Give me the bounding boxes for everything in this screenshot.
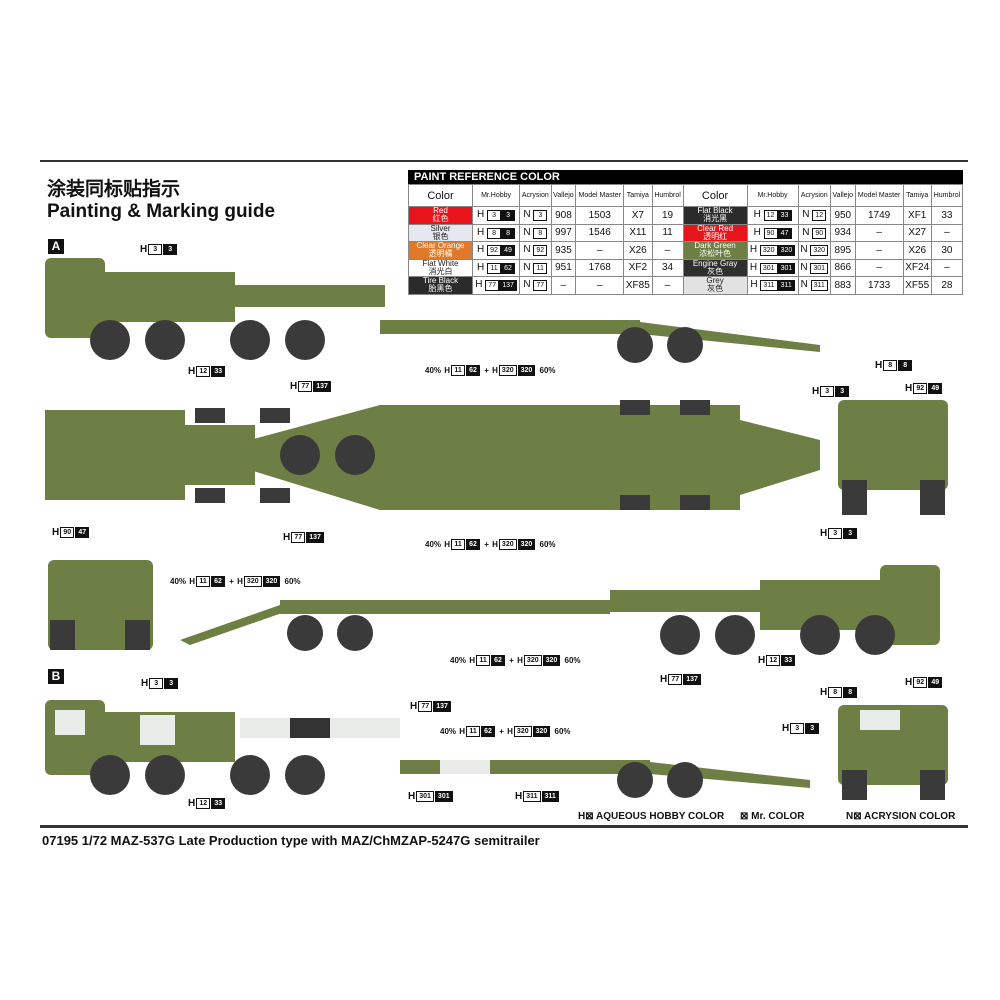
vallejo-code: – [550, 276, 577, 295]
acrysion-code: N 77 [519, 276, 552, 295]
header-cell: Humbrol [651, 184, 684, 207]
header-cell: Color [682, 184, 748, 207]
acrysion-code: N 301 [797, 258, 831, 277]
model-master-code: 1733 [854, 276, 904, 295]
acrysion-code: N 11 [519, 258, 552, 277]
paint-table-title: PAINT REFERENCE COLOR [408, 170, 963, 184]
wheels-top [195, 400, 710, 510]
section-a-label: A [48, 239, 64, 254]
tamiya-code: XF55 [902, 276, 932, 295]
header-cell: Color [408, 184, 473, 207]
header-cell: Tamiya [623, 184, 653, 207]
legend-aqueous: H⊠ AQUEOUS HOBBY COLOR [578, 811, 725, 822]
header-cell: Acrysion [797, 184, 831, 207]
header-cell: Tamiya [902, 184, 932, 207]
section-b-label: B [48, 669, 64, 684]
legend-acrysion: N⊠ ACRYSION COLOR [846, 811, 956, 822]
header-cell: Humbrol [930, 184, 964, 207]
kit-footer-title: 07195 1/72 MAZ-537G Late Production type… [42, 833, 540, 848]
legend-mr-color: ⊠ Mr. COLOR [740, 811, 805, 822]
title-chinese: 涂装同标贴指示 [47, 179, 181, 200]
vallejo-code: 883 [829, 276, 856, 295]
front-view-a [838, 400, 948, 490]
guide-frame [40, 160, 968, 828]
title-english: Painting & Marking guide [47, 201, 276, 222]
header-cell: Acrysion [519, 184, 552, 207]
humbrol-code: 28 [930, 276, 964, 295]
tamiya-code: XF85 [623, 276, 653, 295]
acrysion-code: N 90 [797, 223, 831, 242]
top-view [45, 405, 820, 510]
tamiya-code: X26 [902, 241, 932, 260]
acrysion-code: N 311 [797, 276, 831, 295]
acrysion-code: N 8 [519, 223, 552, 242]
humbrol-code: – [651, 276, 684, 295]
wheels-a [90, 320, 703, 363]
wheels-reverse [287, 615, 895, 655]
header-cell: Model Master [854, 184, 904, 207]
front-view-b [838, 705, 948, 785]
